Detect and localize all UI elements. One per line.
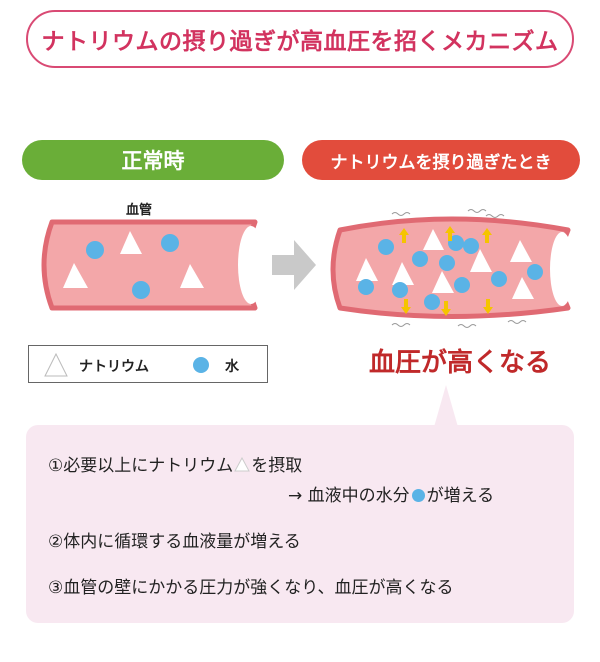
natrium-triangle [432,271,454,293]
page-title: ナトリウムの摂り過ぎが高血圧を招くメカニズム [41,29,559,55]
title-banner: ナトリウムの摂り過ぎが高血圧を招くメカニズム [26,10,574,68]
natrium-triangle-icon [234,457,251,472]
vibration-mark-icon [391,209,527,328]
water-dot [527,264,543,280]
vessel-diagram [41,209,574,328]
vessel-opening [238,226,264,304]
step-1-suffix: を摂取 [251,456,303,476]
natrium-triangle [512,277,534,299]
water-dot [378,239,394,255]
natrium-triangle [470,249,492,272]
info-pointer [434,385,458,427]
water-dot [424,294,440,310]
legend: ナトリウム 水 [28,345,268,383]
step-1-result-text: → 血液中の水分 [288,486,410,506]
normal-vessel [41,219,264,311]
natrium-triangle [356,258,378,281]
natrium-triangle [392,262,414,285]
vessel-opening [550,232,574,306]
natrium-triangle [510,240,532,262]
natrium-triangle [180,264,204,288]
water-dot [454,277,470,293]
water-dot [491,271,507,287]
water-dot [132,281,150,299]
natrium-triangle [120,231,142,254]
water-dot-icon [193,357,209,373]
legend-natrium-label: ナトリウム [79,359,149,375]
step-3: ③血管の壁にかかる圧力が強くなり、血圧が高くなる [48,578,454,598]
step-1-text: ①必要以上にナトリウム [48,456,234,476]
flow-arrow-icon [272,240,316,290]
explanation-box [26,425,574,623]
vessel-label: 血管 [126,203,153,218]
water-dot-icon [411,489,425,502]
excess-state-label: ナトリウムを摂り過ぎたとき [302,140,580,180]
natrium-triangle [423,229,444,250]
water-dot [463,238,479,254]
natrium-triangle [63,263,88,288]
expanded-vessel [330,209,574,328]
normal-state-label: 正常時 [22,140,284,180]
result-text: 血圧が高くなる [368,348,551,378]
step-1-result-suffix: が増える [426,486,495,506]
water-dot [161,234,179,252]
water-dot [392,282,408,298]
water-dot [358,279,374,295]
natrium-triangle-icon [44,352,68,377]
water-dot [412,251,428,267]
step-1-result: → 血液中の水分が増える [288,481,494,506]
expansion-arrow-icon [399,226,493,316]
legend-water-label: 水 [225,359,239,375]
water-dot [439,255,455,271]
water-dot [86,241,104,259]
step-2: ②体内に循環する血液量が増える [48,532,301,552]
step-1: ①必要以上にナトリウムを摂取 [48,451,302,476]
